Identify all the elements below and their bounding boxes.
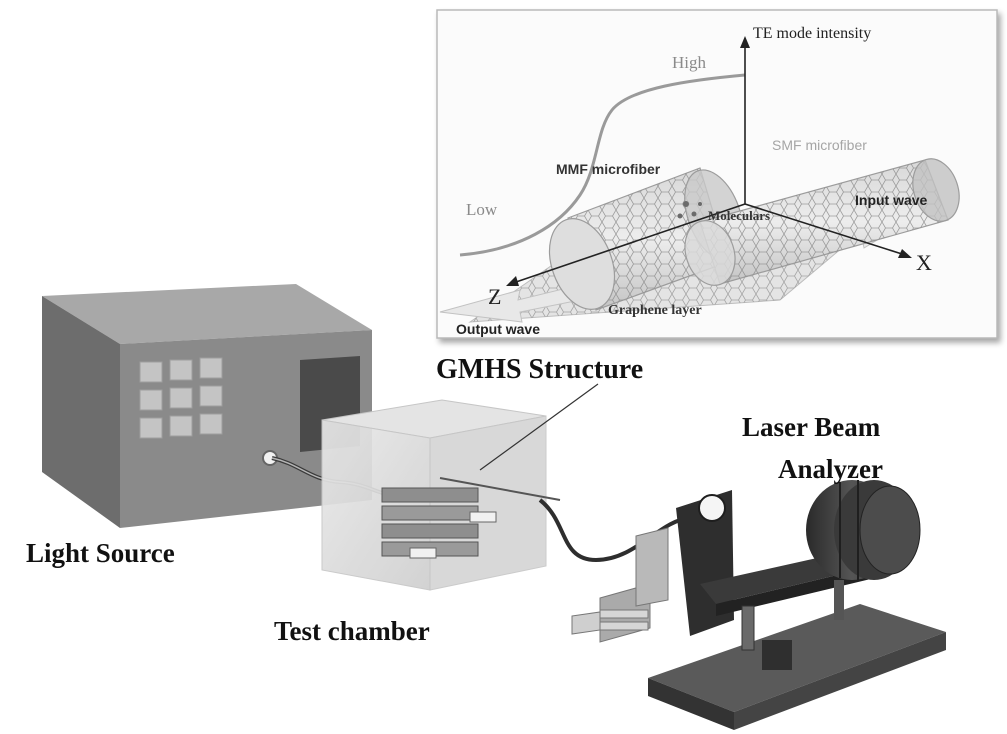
input-wave-label: Input wave [855,192,928,208]
gmhs-structure-label: GMHS Structure [436,354,643,385]
keypad [139,357,223,439]
light-source-device [42,284,372,528]
test-chamber-label: Test chamber [274,616,430,646]
output-fiber-cable [538,498,691,563]
chamber-front [321,419,431,591]
z-axis-label: Z [488,284,501,309]
light-source-front [42,296,120,528]
laser-beam-label-line1: Laser Beam [742,412,881,442]
intensity-low-label: Low [466,200,498,219]
molecules-label: Moleculars [708,208,770,223]
mmf-label: MMF microfiber [556,161,661,177]
light-source-label: Light Source [26,538,175,568]
x-axis-label: X [916,250,932,275]
chamber-side [429,415,547,591]
coordinate-axes [506,36,912,286]
sample-holder [381,477,561,559]
intensity-curve [459,73,746,257]
smf-label: SMF microfiber [772,137,867,153]
output-wave-label: Output wave [456,321,540,337]
light-source-top [42,284,372,344]
gmhs-pointer-line [479,383,599,471]
graphene-layer-label: Graphene layer [608,303,702,318]
test-chamber [321,383,599,591]
analyzer-base [648,604,946,712]
gmhs-inset-panel: TE mode intensity X Z High Low MMF micro… [436,9,998,339]
y-axis-label: TE mode intensity [753,25,871,42]
molecules [677,201,702,219]
laser-beam-analyzer [571,480,946,730]
smf-microfiber [684,158,960,286]
aperture-hole [698,494,726,522]
intensity-high-label: High [672,53,707,72]
laser-beam-label-line2: Analyzer [778,454,883,484]
detector-drum [806,480,921,580]
